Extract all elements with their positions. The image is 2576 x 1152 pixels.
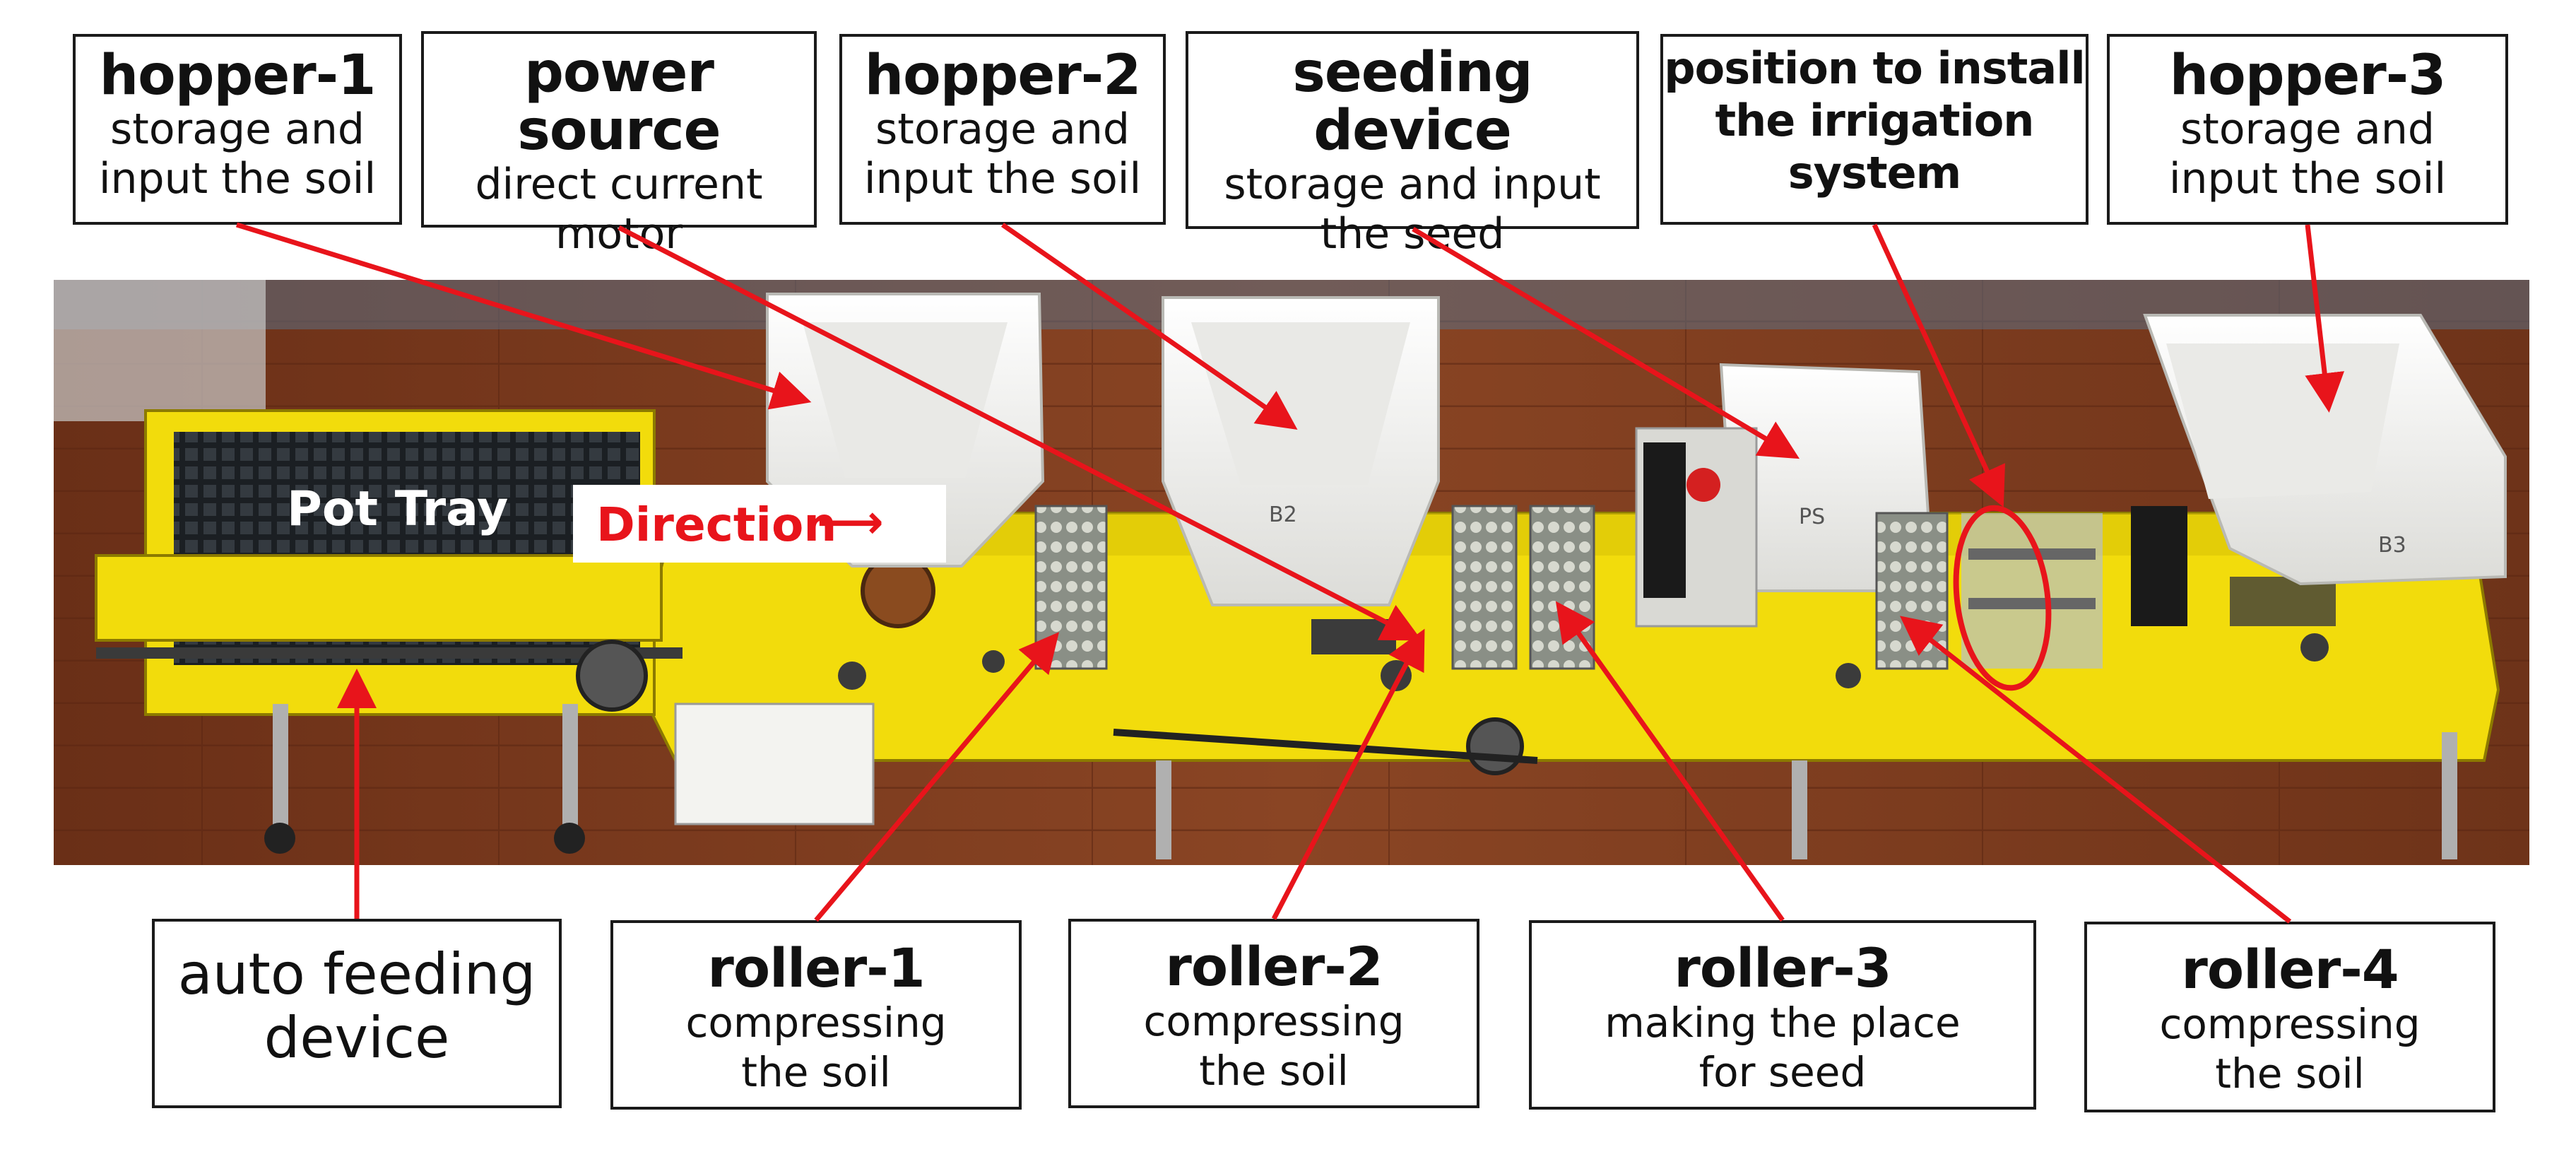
- irrigation-ellipse: [1953, 505, 2052, 691]
- roller-1-sub-2: the soil: [741, 1048, 891, 1096]
- roller-2-sub-1: compressing: [1143, 997, 1405, 1045]
- hopper-3-sub-1: storage and: [2180, 105, 2435, 154]
- hopper-1-sub-2: input the soil: [98, 154, 377, 204]
- arrow-seeding-device: [1412, 226, 1800, 459]
- roller-3-title: roller-3: [1674, 936, 1891, 999]
- roller-4-sub-2: the soil: [2215, 1050, 2365, 1098]
- hopper-2-mark: B2: [1269, 502, 1297, 527]
- roller-1-title: roller-1: [707, 936, 925, 999]
- power-source-sub-1: direct current: [475, 160, 763, 209]
- roller-3-sub-1: making the place: [1605, 999, 1961, 1047]
- irrigation-title-2: the irrigation: [1715, 95, 2035, 146]
- roller-1-shape: [1034, 505, 1108, 670]
- arrow-hopper-1: [235, 222, 812, 410]
- direction-label: Direction: [596, 498, 837, 552]
- seeding-device-sub-1: storage and input: [1224, 160, 1601, 209]
- roller-1-sub-1: compressing: [685, 999, 947, 1047]
- roller-4-sub-1: compressing: [2159, 1000, 2421, 1048]
- motor: [674, 703, 875, 825]
- hopper-1-title: hopper-1: [99, 44, 377, 107]
- arrow-roller-1: [814, 632, 1060, 922]
- auto-feeding-title-2: device: [264, 1005, 450, 1071]
- roller-2-label: roller-2 compressing the soil: [1068, 919, 1479, 1108]
- irrigation-title-3: system: [1788, 147, 1962, 199]
- seeding-device-mark: PS: [1799, 505, 1826, 529]
- arrow-hopper-3: [2305, 224, 2345, 413]
- power-source-title: power source: [517, 41, 721, 163]
- hopper-3-label: hopper-3 storage and input the soil: [2107, 34, 2508, 225]
- arrow-hopper-2: [1001, 223, 1298, 430]
- power-source-label: power source direct current motor: [421, 31, 817, 259]
- auto-feeding-title-1: auto feeding: [177, 941, 536, 1007]
- hopper-1-label: hopper-1 storage and input the soil: [73, 34, 402, 225]
- roller-2-shape: [1451, 505, 1518, 670]
- direction-box: [573, 485, 946, 563]
- hopper-2-sub-1: storage and: [875, 105, 1130, 154]
- irrigation-title-1: position to install: [1664, 42, 2085, 94]
- arrow-roller-2: [1271, 628, 1425, 920]
- roller-2-sub-2: the soil: [1199, 1047, 1349, 1095]
- roller-4-title: roller-4: [2181, 938, 2399, 1001]
- arrow-irrigation: [1872, 223, 2005, 507]
- seeding-device-sub-2: the seed: [1320, 209, 1505, 259]
- arrow-power-source: [618, 225, 1422, 641]
- hopper-3-title: hopper-3: [2169, 44, 2447, 107]
- roller-2-title: roller-2: [1165, 935, 1383, 998]
- roller-1-label: roller-1 compressing the soil: [610, 920, 1022, 1110]
- roller-3-label: roller-3 making the place for seed: [1529, 920, 2036, 1110]
- hopper-1-sub-1: storage and: [110, 105, 365, 154]
- arrow-roller-3: [1555, 601, 1785, 922]
- seeding-device-title: seeding device: [1292, 41, 1532, 163]
- hopper-3-sub-2: input the soil: [2168, 154, 2447, 204]
- hopper-2-label: hopper-2 storage and input the soil: [839, 34, 1166, 225]
- seeding-device-label: seeding device storage and input the see…: [1186, 31, 1639, 259]
- hopper-3-mark: B3: [2378, 533, 2406, 558]
- roller-3-sub-2: for seed: [1698, 1048, 1867, 1096]
- arrow-roller-4: [1899, 616, 2292, 924]
- pot-tray-label: Pot Tray: [287, 481, 509, 537]
- roller-4-label: roller-4 compressing the soil: [2084, 922, 2495, 1112]
- irrigation-label: position to install the irrigation syste…: [1660, 34, 2088, 225]
- hopper-2-sub-2: input the soil: [863, 154, 1142, 204]
- direction-arrow: ⟶: [817, 495, 884, 549]
- auto-feeding-label: auto feeding device: [152, 919, 562, 1108]
- hopper-2-title: hopper-2: [864, 44, 1142, 107]
